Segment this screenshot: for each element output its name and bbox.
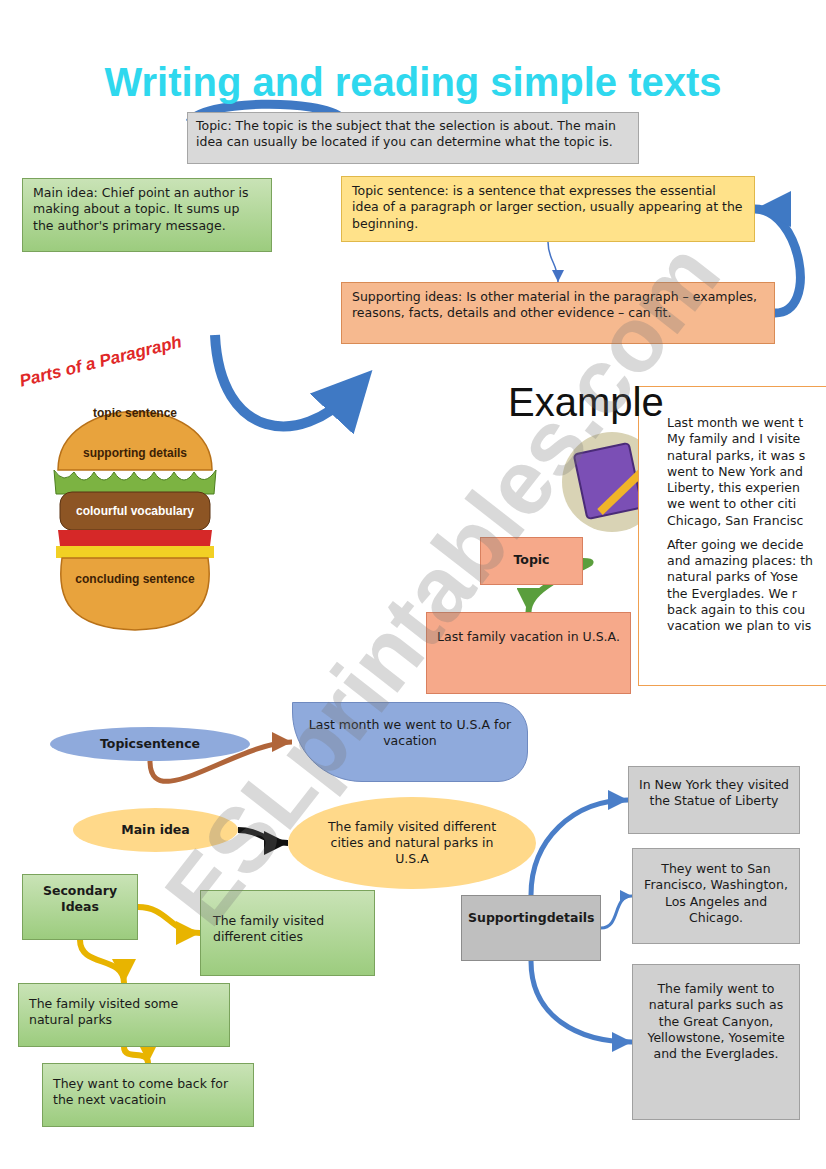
text-box: Supporting ideas: Is other material in t…	[341, 282, 775, 344]
node-text: Last month we went t My family and I vis…	[667, 415, 818, 529]
burger-label: supporting details	[55, 446, 215, 460]
node-text: Topic sentence: is a sentence that expre…	[352, 183, 744, 232]
text-box: Topic sentence: is a sentence that expre…	[341, 176, 755, 242]
node-text: The family visited different cities and …	[326, 819, 498, 868]
text-box: Secondary Ideas	[22, 874, 138, 940]
top-bun	[58, 412, 212, 471]
text-box: The family went to natural parks such as…	[632, 964, 800, 1120]
burger-label: concluding sentence	[55, 572, 215, 586]
text-box: Topic: The topic is the subject that the…	[187, 112, 639, 164]
burger-label: topic sentence	[55, 406, 215, 420]
connector-arrow	[80, 940, 124, 983]
text-box: Last month we went t My family and I vis…	[638, 386, 826, 686]
node-text: Supportingdetails	[468, 910, 594, 926]
node-text: Main idea: Chief point an author is maki…	[33, 185, 261, 234]
connector-arrow	[124, 1047, 148, 1063]
text-box: They went to San Francisco, Washington, …	[632, 848, 800, 944]
text-box: They want to come back for the next vaca…	[42, 1063, 254, 1127]
node-text: Topic: The topic is the subject that the…	[196, 118, 630, 151]
text-box: Main idea: Chief point an author is maki…	[22, 178, 272, 252]
connector-arrow	[601, 896, 632, 928]
connector-arrow	[531, 800, 628, 895]
node-text: The family went to natural parks such as…	[641, 981, 791, 1062]
node-text: Secondary Ideas	[29, 883, 131, 916]
text-box: Supportingdetails	[461, 895, 601, 961]
cheese	[56, 546, 214, 558]
ellipse-shape	[50, 727, 250, 761]
connector-arrow	[548, 242, 558, 282]
page-title: Writing and reading simple texts	[40, 60, 786, 105]
burger-label: colourful vocabulary	[55, 504, 215, 518]
node-text: They want to come back for the next vaca…	[53, 1076, 243, 1109]
bottom-bun	[61, 558, 210, 630]
connector-arrow	[531, 961, 632, 1042]
node-text: After going we decide and amazing places…	[667, 537, 818, 635]
node-text: Topicsentence	[64, 736, 236, 752]
node-text: Supporting ideas: Is other material in t…	[352, 289, 764, 322]
heading-label: Parts of a Paragraph	[18, 326, 207, 391]
text-box: In New York they visited the Statue of L…	[628, 766, 800, 834]
lettuce	[54, 470, 216, 494]
node-text: In New York they visited the Statue of L…	[637, 777, 791, 810]
text-box: The family visited some natural parks	[18, 983, 230, 1047]
curved-arrow	[215, 335, 352, 426]
node-text: The family visited some natural parks	[29, 996, 219, 1029]
ellipse-node: Topicsentence	[50, 727, 250, 761]
node-text: They went to San Francisco, Washington, …	[641, 861, 791, 926]
